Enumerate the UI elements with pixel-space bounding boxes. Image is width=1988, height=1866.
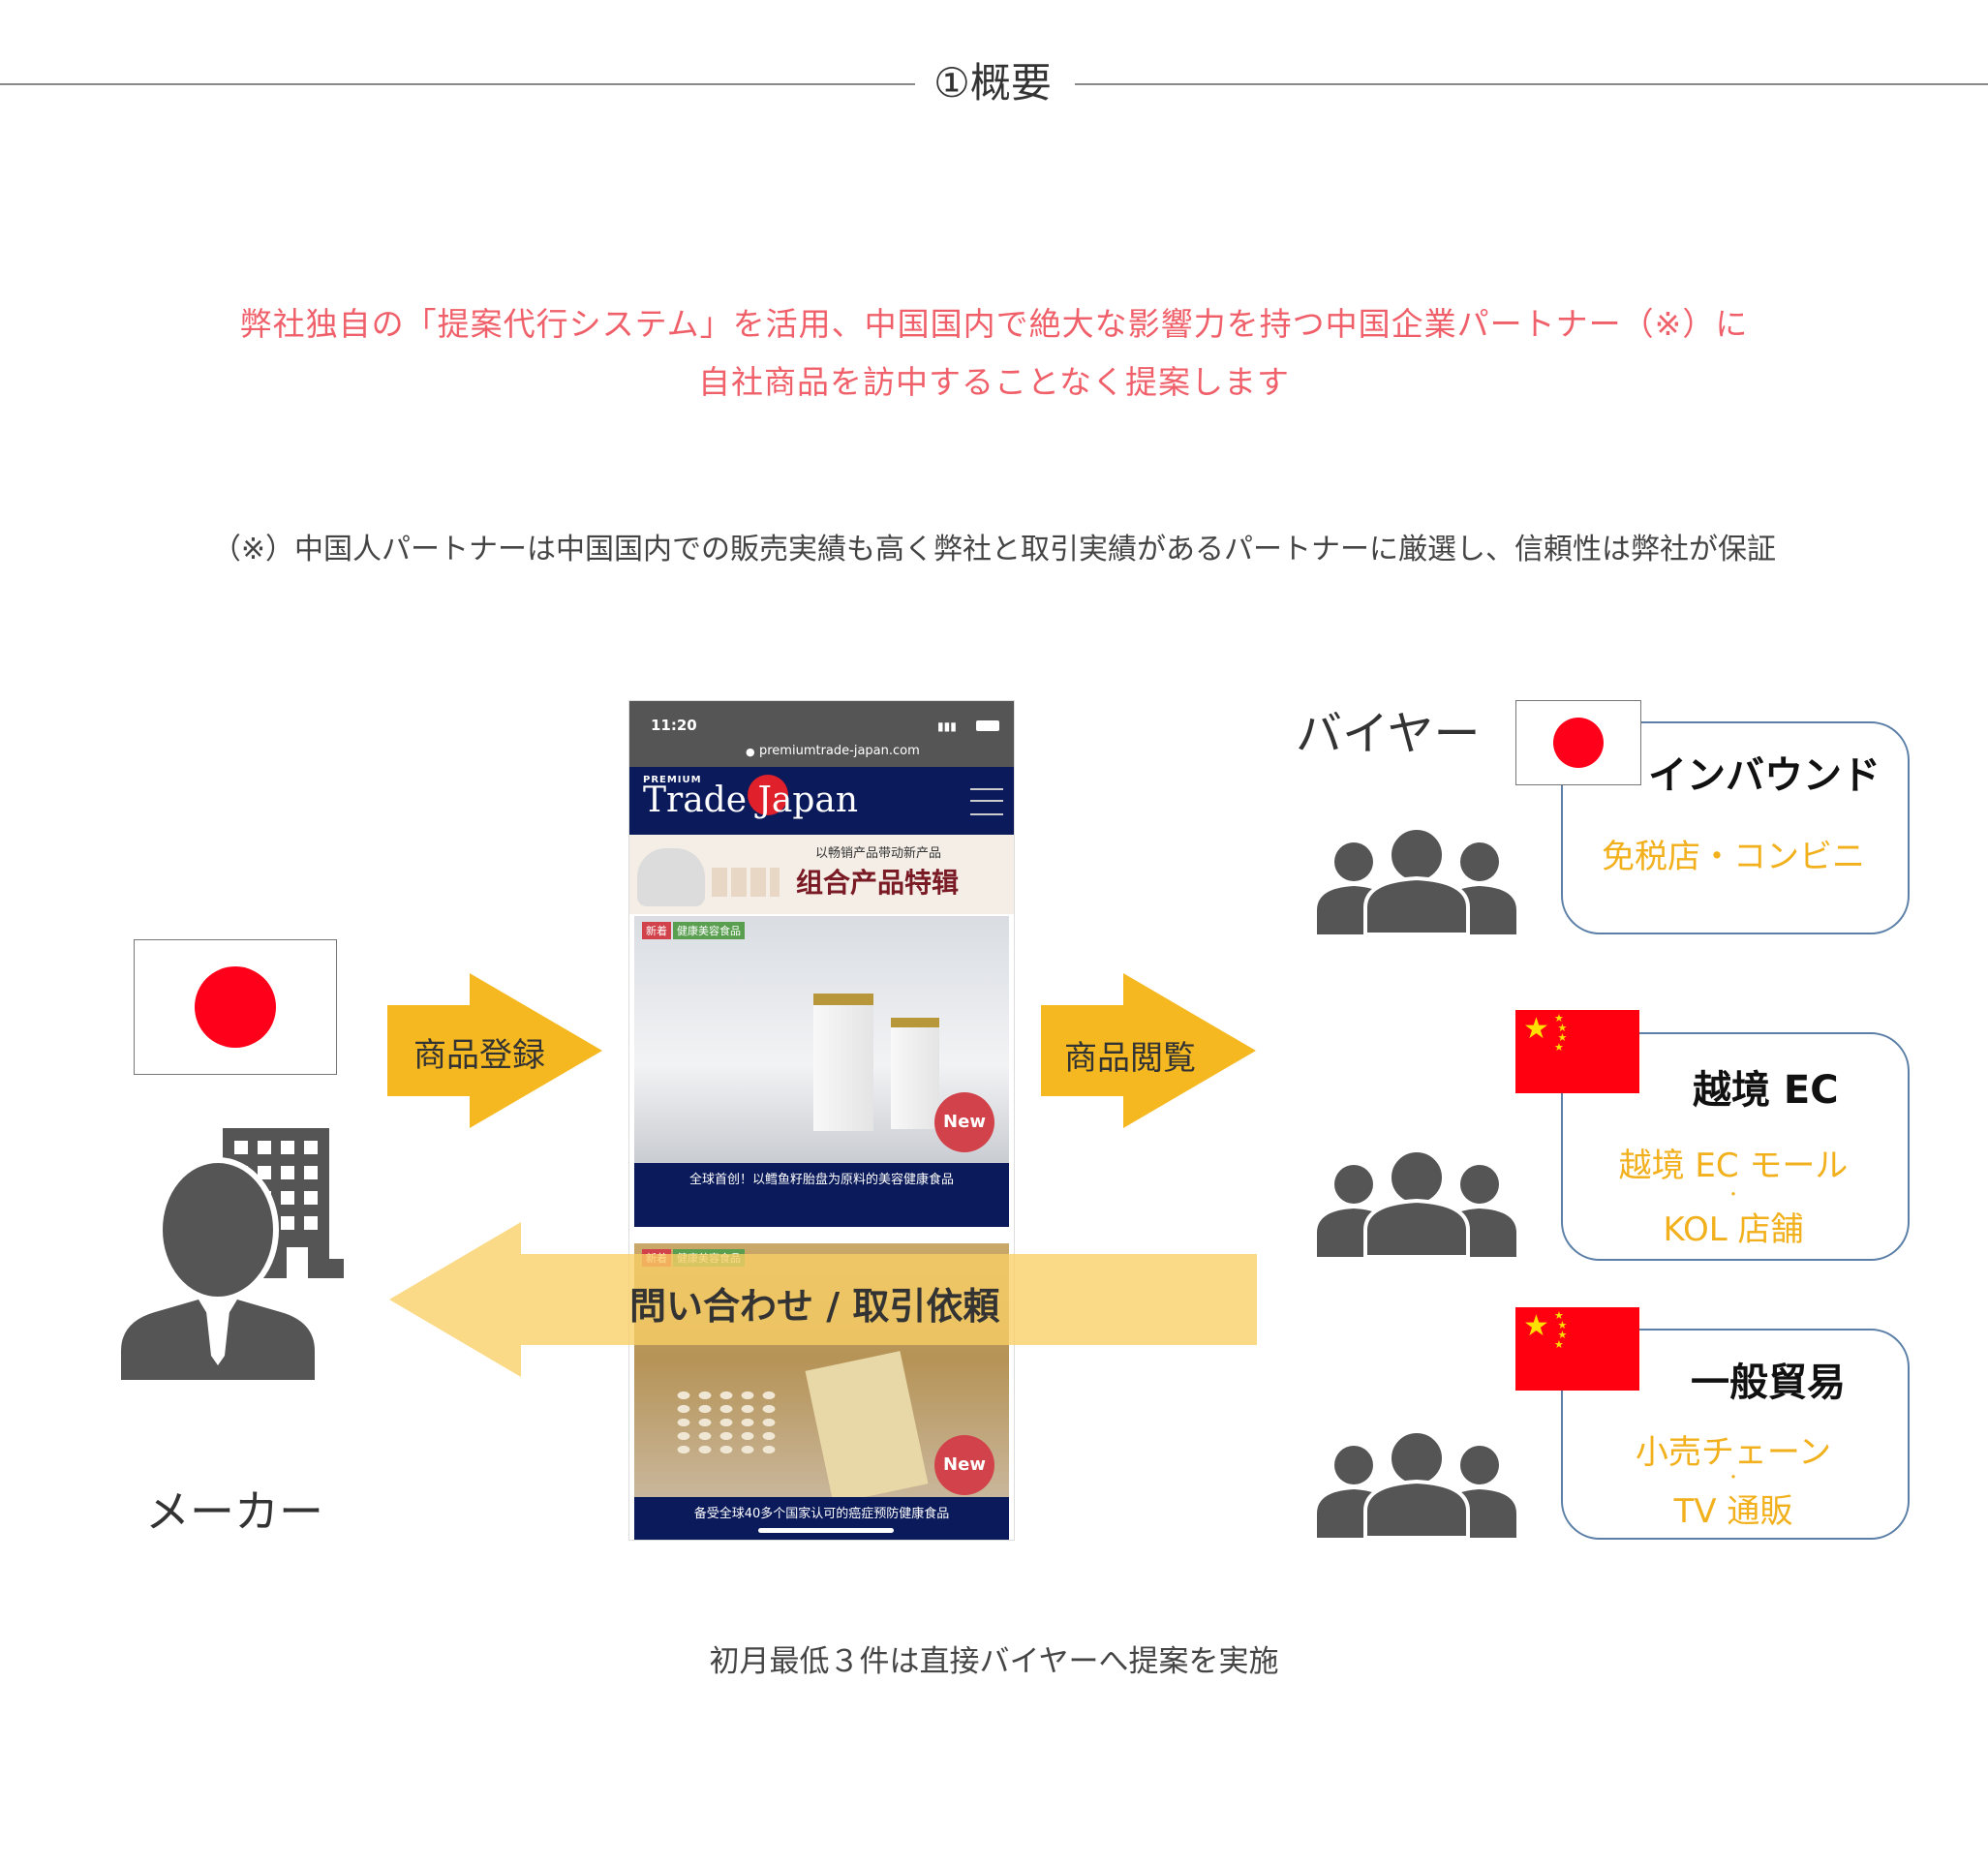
businessman-building-icon	[121, 1128, 344, 1380]
lead-line-2: 自社商品を訪中することなく提案します	[697, 363, 1290, 401]
cross-border-ec-sub-2: KOL 店舗	[1663, 1210, 1804, 1249]
phone-battery-icon	[976, 720, 999, 731]
register-arrow-icon	[387, 973, 602, 1128]
buyer-group-icon-1	[1317, 828, 1516, 934]
buyer-group-icon-2	[1317, 1150, 1516, 1257]
phone-site-header: PREMIUM Trade Japan	[629, 767, 1014, 835]
product-card-1-image[interactable]: 新着 健康美容食品 New	[634, 916, 1009, 1163]
title-rule-right	[1075, 83, 1988, 85]
general-trade-title: 一般貿易	[1691, 1361, 1846, 1405]
banner-line-2: 组合产品特辑	[796, 867, 960, 899]
cross-border-ec-title: 越境 EC	[1693, 1068, 1839, 1113]
general-trade-separator: ・	[1726, 1468, 1742, 1486]
phone-lock-icon: ●	[746, 746, 755, 758]
card-2-caption-text: 备受全球40多个国家认可的癌症预防健康食品	[693, 1507, 950, 1521]
hamburger-menu-icon[interactable]	[970, 788, 1003, 815]
lead-line-1: 弊社独自の「提案代行システム」を活用、中国国内で絶大な影響力を持つ中国企業パート…	[239, 305, 1749, 343]
footer-note: 初月最低３件は直接バイヤーへ提案を実施	[709, 1644, 1279, 1679]
cross-border-ec-separator: ・	[1726, 1185, 1742, 1204]
banner-line-1: 以畅销产品带动新产品	[815, 846, 942, 861]
title-rule-left	[0, 83, 915, 85]
phone-time: 11:20	[651, 717, 697, 734]
card-1-tag-category: 健康美容食品	[673, 922, 745, 939]
phone-status-bar: 11:20 ▮▮▮ ● premiumtrade-japan.com	[629, 701, 1014, 767]
china-flag-star-big: ★	[1523, 1309, 1549, 1343]
product-card-1-caption: 全球首创！以鳕鱼籽胎盘为原料的美容健康食品	[634, 1163, 1009, 1227]
card-1-caption-text: 全球首创！以鳕鱼籽胎盘为原料的美容健康食品	[688, 1173, 954, 1187]
cross-border-ec-sub-1: 越境 EC モール	[1618, 1147, 1849, 1185]
china-flag-trade: ★ ★ ★ ★★	[1515, 1307, 1639, 1391]
phone-signal-icon: ▮▮▮	[937, 719, 957, 733]
home-indicator	[758, 1528, 894, 1533]
china-flag-star-small: ★ ★ ★★	[1554, 1309, 1568, 1351]
phone-url: premiumtrade-japan.com	[759, 744, 920, 758]
capsules-image	[673, 1389, 780, 1456]
browse-arrow-icon	[1041, 973, 1256, 1128]
japan-flag-dot	[195, 966, 276, 1048]
banner-product-image	[637, 848, 705, 906]
general-trade-sub-2: TV 通販	[1673, 1492, 1793, 1531]
inquiry-arrow-label: 問い合わせ / 取引依頼	[629, 1285, 1000, 1328]
general-trade-sub-1: 小売チェーン	[1635, 1433, 1832, 1472]
buyer-box-inbound	[1561, 721, 1910, 934]
buyer-group-icon-3	[1317, 1431, 1516, 1538]
buyer-label: バイヤー	[1296, 707, 1481, 761]
browse-arrow-label: 商品閲覧	[1064, 1039, 1196, 1078]
japan-flag-inbound	[1515, 700, 1641, 785]
china-flag-star-small: ★ ★ ★★	[1554, 1012, 1568, 1054]
logo-premium: PREMIUM	[643, 775, 702, 785]
china-flag-ec: ★ ★ ★ ★★	[1515, 1010, 1639, 1093]
card-1-new-badge: New	[934, 1092, 994, 1152]
partner-note: （※）中国人パートナーは中国国内での販売実績も高く弊社と取引実績があるパートナー…	[211, 533, 1777, 566]
register-arrow-label: 商品登録	[413, 1036, 545, 1075]
inbound-title: インバウンド	[1648, 753, 1881, 798]
banner-bottles-image	[712, 868, 780, 897]
bottle-large	[813, 994, 873, 1131]
inquiry-arrow-icon	[389, 1222, 1257, 1377]
china-flag-star-big: ★	[1523, 1012, 1549, 1046]
product-card-2-caption: 备受全球40多个国家认可的癌症预防健康食品	[634, 1497, 1009, 1540]
page-title: ①概要	[933, 59, 1052, 107]
japan-flag-dot	[1553, 718, 1604, 768]
phone-screenshot: 11:20 ▮▮▮ ● premiumtrade-japan.com PREMI…	[629, 701, 1014, 1540]
bottle-small	[891, 1018, 939, 1129]
card-1-tag-new: 新着	[642, 922, 671, 939]
phone-banner: 以畅销产品带动新产品 组合产品特辑	[629, 835, 1014, 914]
japan-flag-maker	[134, 939, 337, 1075]
inbound-sub-1: 免税店・コンビニ	[1602, 838, 1865, 876]
maker-label: メーカー	[145, 1485, 323, 1538]
card-2-new-badge: New	[934, 1435, 994, 1495]
logo-red-dot	[748, 775, 788, 815]
site-logo: Trade Japan	[643, 780, 859, 820]
